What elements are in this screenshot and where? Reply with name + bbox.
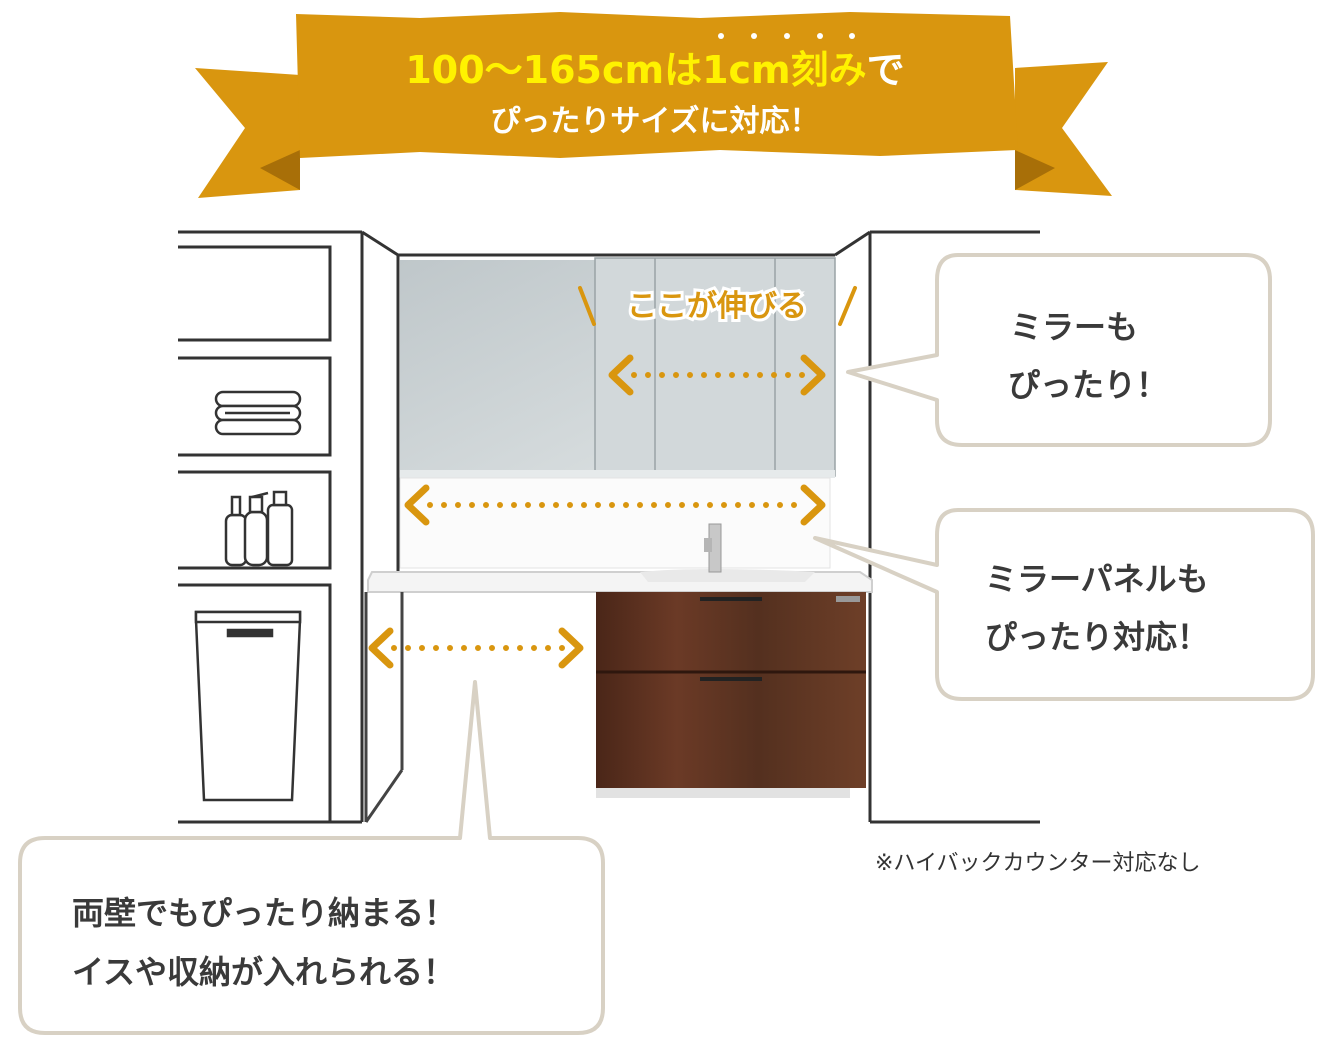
- bubble-mirror-line1: ミラーも: [1010, 308, 1138, 346]
- bubble-mirror-line2: ぴったり！: [1008, 366, 1168, 404]
- towels-icon: [214, 390, 302, 436]
- ribbon-fold-right: [1015, 150, 1055, 190]
- stretch-label-text: ここが伸びる: [627, 289, 807, 324]
- ribbon-body: [296, 12, 1018, 158]
- open-space-arrow: [365, 627, 587, 669]
- stretch-label: ここが伸びる: [578, 286, 857, 327]
- left-shelving: [178, 230, 400, 824]
- bubble-mirror: ミラーも ぴったり！: [846, 253, 1272, 447]
- banner-line1-highlight: 100〜165cmは1cm刻み: [405, 48, 866, 92]
- footnote: ※ハイバックカウンター対応なし: [875, 851, 1201, 876]
- bottles-icon: [224, 490, 294, 567]
- bubble-walls-line1: 両壁でもぴったり納まる！: [72, 894, 456, 932]
- bubble-panel-line2: ぴったり対応！: [985, 618, 1209, 656]
- drawer-cabinet: [596, 592, 866, 798]
- mirror-width-arrow: [605, 354, 829, 396]
- emphasis-dots: [718, 33, 855, 39]
- bubble-panel-line1: ミラーパネルも: [985, 560, 1209, 598]
- walls: [398, 230, 1040, 824]
- panel-width-arrow: [401, 484, 829, 526]
- counter-support-frame: [364, 592, 404, 823]
- ribbon-fold-left: [260, 150, 300, 190]
- banner-line2: ぴったりサイズに対応！: [490, 104, 819, 139]
- mirror-panel: [399, 477, 831, 569]
- counter: [367, 523, 873, 593]
- bubble-walls-line2: イスや収納が入れられる！: [72, 953, 455, 991]
- trash-bin-icon: [194, 610, 302, 802]
- banner-line1-suffix: で: [867, 48, 905, 92]
- banner-line1: 100〜165cmは1cm刻みで: [405, 48, 904, 92]
- bubble-walls: 両壁でもぴったり納まる！ イスや収納が入れられる！: [18, 680, 605, 1035]
- bubble-panel: ミラーパネルも ぴったり対応！: [813, 508, 1315, 701]
- ribbon-banner: 100〜165cmは1cm刻みで ぴったりサイズに対応！: [195, 12, 1112, 198]
- faucet-icon: [704, 523, 722, 573]
